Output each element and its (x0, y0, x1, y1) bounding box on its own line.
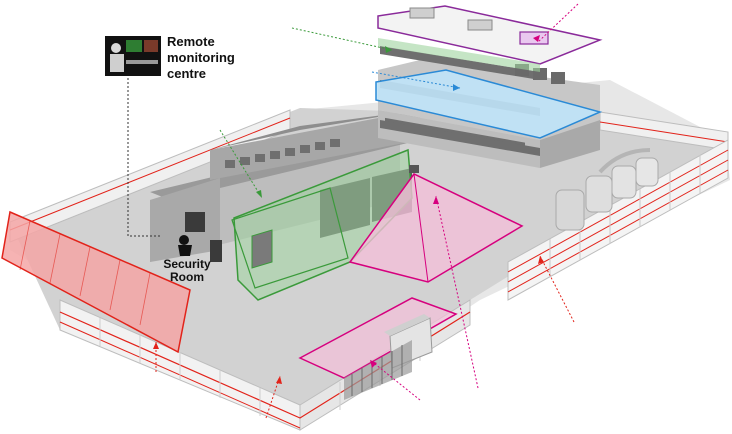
security-room (178, 212, 222, 262)
remote-label-line1: Remote (167, 34, 215, 49)
remote-label-line2: monitoring (167, 50, 235, 65)
callout-pir (435, 195, 479, 389)
gatehouse-zone (298, 297, 458, 400)
security-label-line1: Security (163, 257, 211, 271)
callout-roof-green (291, 27, 393, 51)
remote-monitoring-label: Remote monitoring centre (167, 34, 237, 82)
pir-detection-zone (348, 165, 524, 283)
security-label-line2: Room (170, 270, 204, 284)
callout-gatehouse (369, 359, 421, 401)
callout-roof-purple (537, 3, 579, 43)
perimeter-fence-right (507, 139, 729, 301)
security-room-label: Security Room (160, 258, 214, 284)
perimeter-detection-zone-left (1, 210, 191, 354)
callout-fence-right (539, 255, 575, 323)
remote-label-line3: centre (167, 66, 207, 81)
storage-tanks (555, 148, 659, 231)
remote-monitoring-icon (105, 36, 161, 76)
callout-door-green (219, 129, 263, 199)
roof-protection-zone (377, 5, 603, 72)
callout-floor-blue (371, 71, 461, 89)
callout-remote-to-security (127, 78, 160, 237)
callout-arrowheads (153, 35, 544, 384)
floor-intrusion-zone (375, 69, 603, 139)
